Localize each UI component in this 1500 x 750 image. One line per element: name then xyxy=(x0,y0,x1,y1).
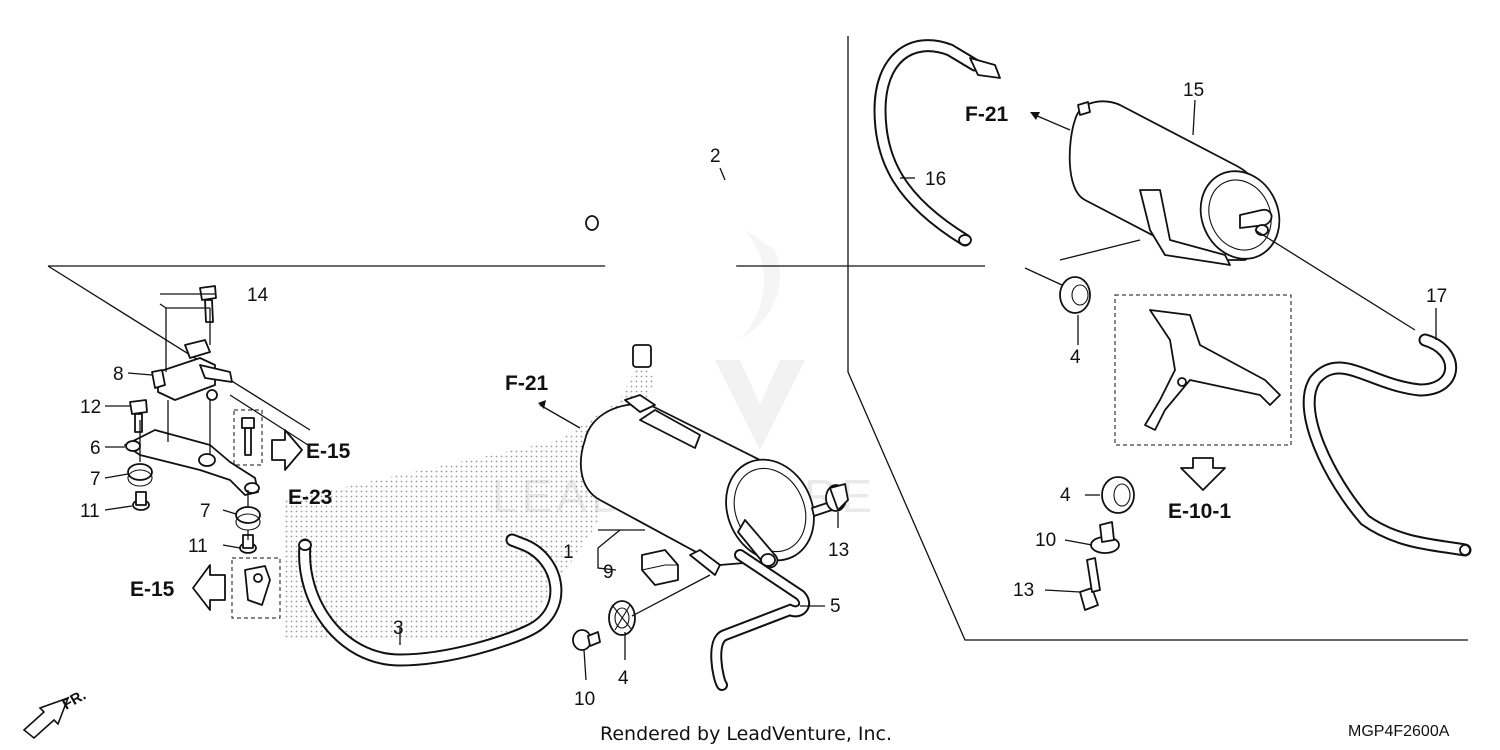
callout-8: 8 xyxy=(113,364,124,385)
callout-13-inset: 13 xyxy=(1013,580,1034,601)
callout-17: 17 xyxy=(1426,286,1447,307)
callout-13-main: 13 xyxy=(828,540,849,561)
callout-1: 1 xyxy=(563,542,574,563)
grommet-4-main[interactable] xyxy=(608,600,636,636)
callout-7-right: 7 xyxy=(200,501,211,522)
bolt-13-inset[interactable] xyxy=(1079,557,1101,611)
ref-e15-upper: E-15 xyxy=(306,440,351,463)
callout-9: 9 xyxy=(603,562,614,583)
grommet-4-inset-top[interactable] xyxy=(1059,276,1091,314)
ref-f21-main: F-21 xyxy=(505,372,549,395)
callout-3: 3 xyxy=(393,618,404,639)
grommet-4-inset-bottom[interactable] xyxy=(1101,476,1135,514)
callout-12: 12 xyxy=(80,397,101,418)
collar-11-right[interactable] xyxy=(239,534,257,554)
arrow-front xyxy=(22,696,70,740)
collar-10-main[interactable] xyxy=(572,629,601,651)
canister-main[interactable] xyxy=(579,394,830,576)
bolt-14[interactable] xyxy=(199,285,217,323)
callout-10-inset: 10 xyxy=(1035,530,1056,551)
callout-4-main: 4 xyxy=(618,668,629,689)
callout-16: 16 xyxy=(925,169,946,190)
valve-8[interactable] xyxy=(151,339,233,401)
callout-numbers: 2 1 9 3 4 10 5 13 14 8 12 6 7 11 7 11 15… xyxy=(80,80,1447,710)
arrow-e10-1 xyxy=(1180,457,1226,491)
canister-15[interactable] xyxy=(1068,100,1294,272)
callout-10-main: 10 xyxy=(574,689,595,710)
grommet-7-left[interactable] xyxy=(127,463,153,487)
arrow-f21-main xyxy=(538,400,546,409)
collar-11-left[interactable] xyxy=(132,491,150,511)
hose-2[interactable] xyxy=(543,174,748,368)
part-9[interactable] xyxy=(641,549,679,586)
callout-11-left: 11 xyxy=(80,501,100,522)
ref-e15-lower: E-15 xyxy=(130,578,175,601)
callout-4-inset-bottom: 4 xyxy=(1060,485,1071,506)
callout-4-inset-top: 4 xyxy=(1070,347,1081,368)
ref-e23: E-23 xyxy=(288,486,332,509)
callout-7-left: 7 xyxy=(90,469,101,490)
hose-17[interactable] xyxy=(1302,333,1472,557)
reference-labels: F-21 F-21 E-15 E-15 E-23 E-10-1 xyxy=(130,103,1231,601)
ref-f21-inset: F-21 xyxy=(965,103,1009,126)
arrow-e15-upper xyxy=(271,429,303,471)
callout-5: 5 xyxy=(830,596,841,617)
dashed-bracket-box xyxy=(1114,294,1292,446)
callout-11-right: 11 xyxy=(188,536,208,557)
callout-14: 14 xyxy=(247,285,269,306)
collar-10-inset[interactable] xyxy=(1090,521,1120,554)
dashed-clip-box xyxy=(231,557,281,619)
leader-lines xyxy=(104,99,1437,681)
rendered-by-footer: Rendered by LeadVenture, Inc. xyxy=(600,723,892,745)
hose-5[interactable] xyxy=(710,549,811,691)
hose-3[interactable] xyxy=(298,533,563,667)
arrow-e15-lower xyxy=(192,564,226,611)
valve-lines xyxy=(139,307,309,540)
callout-15: 15 xyxy=(1183,80,1204,101)
hose-16[interactable] xyxy=(873,39,1001,247)
callout-6: 6 xyxy=(90,438,101,459)
ref-e10-1: E-10-1 xyxy=(1168,500,1231,523)
dashed-bolt-box xyxy=(233,409,263,466)
stay-6[interactable] xyxy=(124,429,260,496)
bolt-13-main[interactable] xyxy=(811,483,849,517)
grommet-7-right[interactable] xyxy=(235,506,261,531)
diagram-code: MGP4F2600A xyxy=(1348,723,1450,740)
callout-2: 2 xyxy=(710,146,721,167)
watermark-logo xyxy=(715,230,805,450)
outline-lines xyxy=(47,36,1468,641)
bolt-12[interactable] xyxy=(129,399,148,433)
shading xyxy=(285,360,655,640)
arrow-f21-inset xyxy=(1030,112,1040,120)
